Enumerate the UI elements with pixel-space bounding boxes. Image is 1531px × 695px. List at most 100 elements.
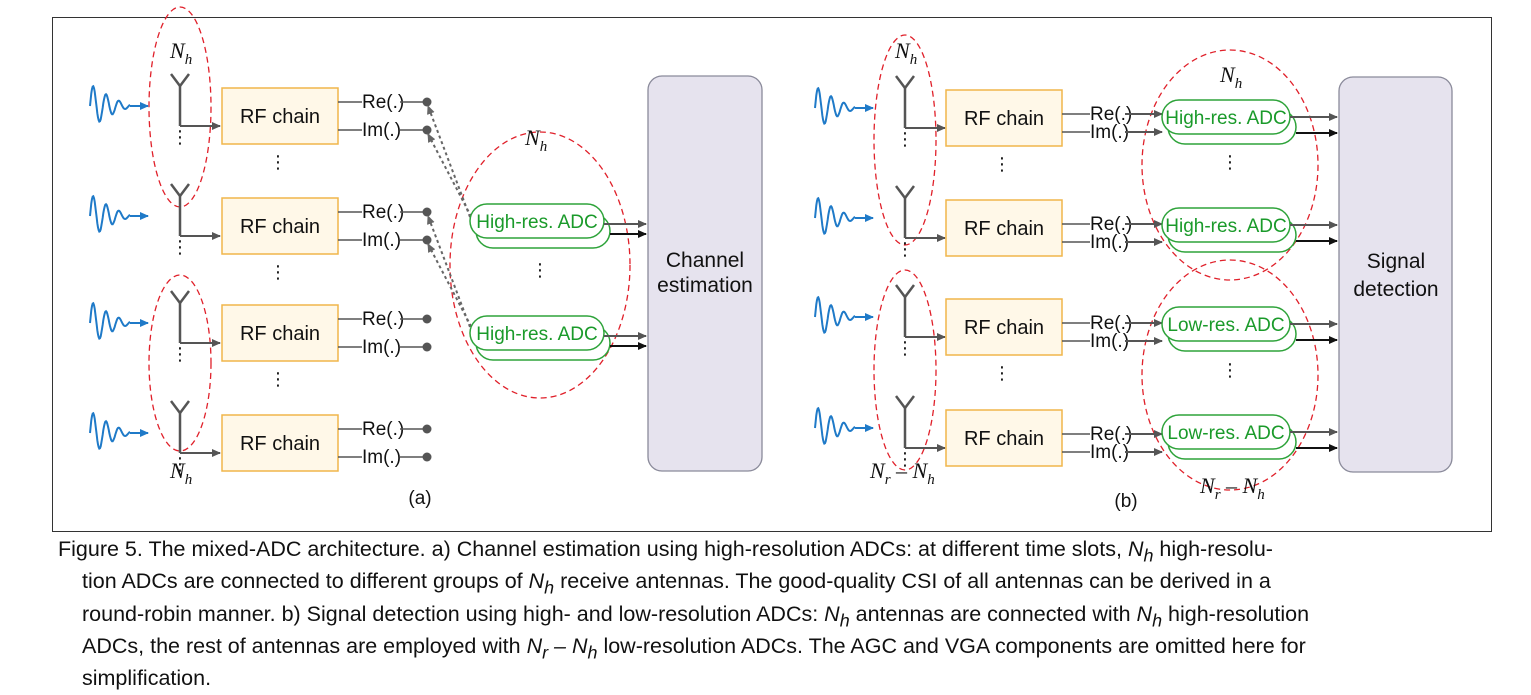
- channel-estimation-block: [647, 75, 763, 472]
- switch-node: [422, 207, 432, 217]
- antenna-group-ellipse: [873, 269, 937, 471]
- switch-node: [422, 342, 432, 352]
- antenna-icon: [895, 75, 915, 91]
- wave-signal-icon: [814, 295, 856, 335]
- antenna-icon: [895, 284, 915, 300]
- vertical-dots: ⋮: [993, 363, 1011, 383]
- nr-minus-nh-symbol: Nr – Nh: [1199, 473, 1265, 503]
- vertical-dots: ⋮: [171, 454, 189, 474]
- antenna-group-ellipse: [148, 274, 212, 452]
- im-label: Im(.): [1090, 122, 1129, 143]
- rf-chain-box: [945, 409, 1063, 467]
- dotted-connection: [427, 133, 475, 223]
- vertical-dots: ⋮: [171, 127, 189, 147]
- panel-b-label: (b): [1114, 491, 1137, 512]
- vertical-dots: ⋮: [896, 449, 914, 469]
- re-label: Re(.): [1090, 313, 1132, 334]
- im-label: Im(.): [362, 337, 401, 358]
- im-label: Im(.): [1090, 232, 1129, 253]
- vertical-dots: ⋮: [171, 237, 189, 257]
- re-label: Re(.): [362, 309, 404, 330]
- rf-chain-label: RF chain: [964, 108, 1044, 130]
- rf-chain-box: [945, 298, 1063, 356]
- adc-group-ellipse: [449, 131, 631, 399]
- antenna-icon: [170, 290, 190, 306]
- vertical-dots: ⋮: [896, 338, 914, 358]
- wave-signal-icon: [89, 411, 131, 451]
- caption-line-5: simplification.: [82, 666, 212, 691]
- adc-label: Low-res. ADC: [1167, 315, 1284, 336]
- figure-frame: [52, 17, 1492, 532]
- nh-symbol: Nh: [169, 38, 192, 68]
- re-label: Re(.): [362, 92, 404, 113]
- adc-label: Low-res. ADC: [1167, 423, 1284, 444]
- wave-signal-icon: [814, 196, 856, 236]
- caption-line-4: ADCs, the rest of antennas are employed …: [82, 633, 1306, 663]
- rf-chain-label: RF chain: [964, 218, 1044, 240]
- adc-label: High-res. ADC: [1165, 216, 1286, 237]
- wave-signal-icon: [89, 84, 131, 124]
- panel-a-label: (a): [408, 488, 431, 509]
- switch-node: [422, 452, 432, 462]
- adc-label: High-res. ADC: [476, 324, 597, 345]
- dotted-connection: [427, 105, 471, 218]
- nh-symbol: Nh: [1127, 537, 1154, 566]
- antenna-icon: [170, 400, 190, 416]
- vertical-dots: ⋮: [1221, 360, 1239, 380]
- antenna-icon: [895, 395, 915, 411]
- im-label: Im(.): [362, 120, 401, 141]
- re-label: Re(.): [362, 202, 404, 223]
- signal-detection-label: detection: [1353, 278, 1438, 301]
- rf-chain-label: RF chain: [240, 216, 320, 238]
- figure-number: Figure 5.: [58, 537, 143, 561]
- dotted-connection: [427, 215, 471, 328]
- re-label: Re(.): [1090, 424, 1132, 445]
- vertical-dots: ⋮: [269, 369, 287, 389]
- adc-label: High-res. ADC: [1165, 108, 1286, 129]
- rf-chain-box: [945, 199, 1063, 257]
- im-label: Im(.): [1090, 442, 1129, 463]
- antenna-icon: [170, 73, 190, 89]
- adc-group-ellipse: [1141, 259, 1319, 491]
- im-label: Im(.): [362, 230, 401, 251]
- switch-node: [422, 235, 432, 245]
- re-label: Re(.): [362, 419, 404, 440]
- figure-caption: Figure 5. The mixed-ADC architecture. a)…: [58, 536, 1498, 691]
- nr-minus-nh-symbol: Nr – Nh: [869, 458, 935, 488]
- antenna-icon: [170, 183, 190, 199]
- nh-symbol: Nh: [528, 569, 555, 598]
- adc-box: [469, 203, 605, 239]
- dotted-connection: [427, 243, 475, 333]
- nh-symbol: Nh: [824, 601, 850, 630]
- caption-line-3: round-robin manner. b) Signal detection …: [82, 601, 1310, 630]
- rf-chain-box: [221, 87, 339, 145]
- re-label: Re(.): [1090, 104, 1132, 125]
- vertical-dots: ⋮: [269, 262, 287, 282]
- antenna-group-ellipse: [873, 34, 937, 246]
- rf-chain-label: RF chain: [964, 317, 1044, 339]
- signal-detection-label: Signal: [1367, 250, 1425, 273]
- nh-symbol: Nh: [524, 125, 547, 155]
- caption-line-1: Figure 5. The mixed-ADC architecture. a)…: [58, 537, 1273, 566]
- antenna-group-ellipse: [148, 6, 212, 208]
- nh-symbol: Nh: [1136, 601, 1163, 630]
- rf-chain-box: [221, 304, 339, 362]
- vertical-dots: ⋮: [171, 344, 189, 364]
- rf-chain-label: RF chain: [240, 323, 320, 345]
- rf-chain-box: [945, 89, 1063, 147]
- wave-signal-icon: [89, 194, 131, 234]
- channel-estimation-label: Channel: [666, 249, 744, 272]
- re-label: Re(.): [1090, 214, 1132, 235]
- nh-symbol: Nh: [1219, 62, 1242, 92]
- vertical-dots: ⋮: [896, 129, 914, 149]
- wave-signal-icon: [814, 406, 856, 446]
- im-label: Im(.): [362, 447, 401, 468]
- signal-detection-block: [1338, 76, 1453, 473]
- channel-estimation-label: estimation: [657, 274, 753, 297]
- switch-node: [422, 424, 432, 434]
- switch-node: [422, 97, 432, 107]
- vertical-dots: ⋮: [993, 154, 1011, 174]
- im-label: Im(.): [1090, 331, 1129, 352]
- nh-symbol: Nh: [894, 38, 917, 68]
